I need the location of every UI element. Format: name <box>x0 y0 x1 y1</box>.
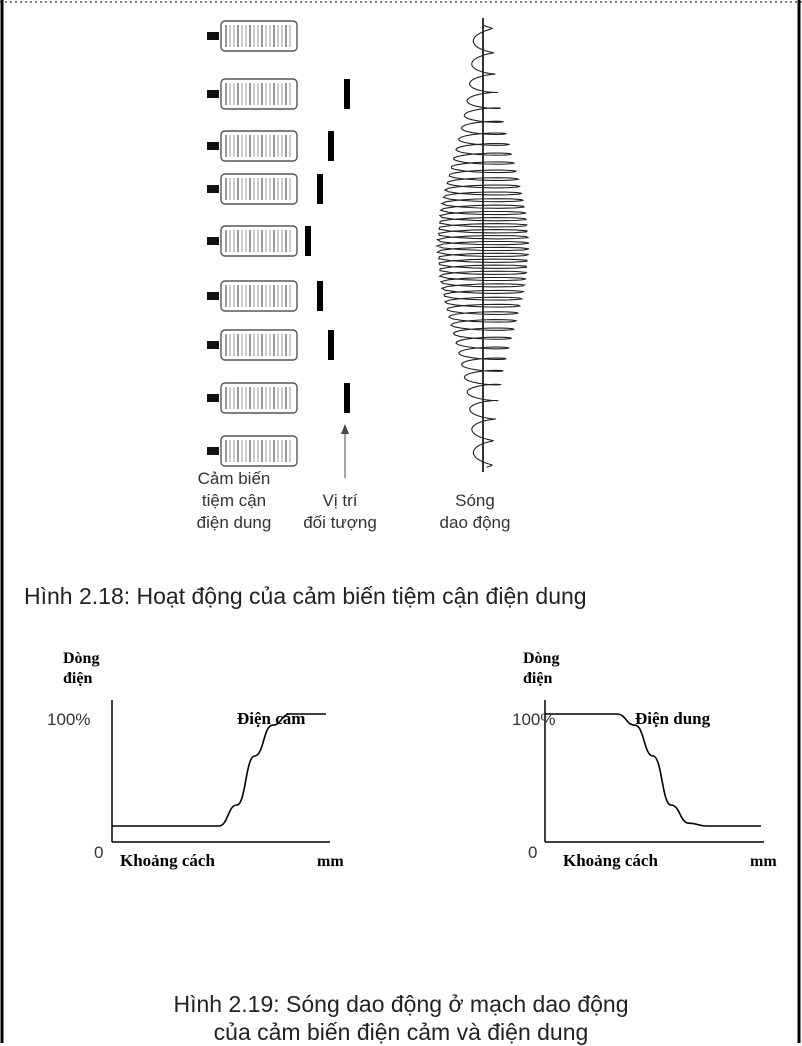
series-line <box>545 713 761 827</box>
y-min-label: 0 <box>94 843 104 862</box>
figure-caption-2-19: Hình 2.19: Sóng dao động ở mạch dao động… <box>173 991 629 1045</box>
object-bar <box>305 226 311 256</box>
object-bar <box>317 174 323 204</box>
wave-label: Sóng dao động <box>439 491 511 532</box>
x-axis-label: Khoảng cách <box>120 851 215 870</box>
sensor-pin <box>207 292 219 300</box>
sensor-diagram <box>207 18 530 478</box>
sensor-pin <box>207 447 219 455</box>
sensor-pin <box>207 185 219 193</box>
object-label: Vị trí đối tượng <box>303 491 377 532</box>
chart-title: Điện cảm <box>237 709 306 728</box>
sensor-label: Cảm biến tiệm cận điện dung <box>196 469 272 532</box>
object-bar <box>344 79 350 109</box>
sensor-pin <box>207 394 219 402</box>
y-max-label: 100% <box>47 710 91 729</box>
sensor-pin <box>207 237 219 245</box>
x-axis-label: Khoảng cách <box>563 851 658 870</box>
inductive-chart <box>111 700 330 843</box>
x-unit-label: mm <box>317 853 344 870</box>
x-unit-label: mm <box>750 853 777 870</box>
oscillation-wave <box>435 24 530 468</box>
sensor-pin <box>207 32 219 40</box>
sensor-pin <box>207 142 219 150</box>
capacitive-chart <box>544 700 764 843</box>
figure-caption-2-18: Hình 2.18: Hoạt động của cảm biến tiệm c… <box>24 583 587 609</box>
object-bar <box>328 131 334 161</box>
y-max-label: 100% <box>512 710 556 729</box>
series-line <box>112 713 326 827</box>
object-bar <box>328 330 334 360</box>
object-bar <box>344 383 350 413</box>
object-arrow-head <box>341 424 349 434</box>
chart-title: Điện dung <box>635 709 711 728</box>
sensor-pin <box>207 341 219 349</box>
y-min-label: 0 <box>528 843 538 862</box>
sensor-pin <box>207 90 219 98</box>
object-bar <box>317 281 323 311</box>
